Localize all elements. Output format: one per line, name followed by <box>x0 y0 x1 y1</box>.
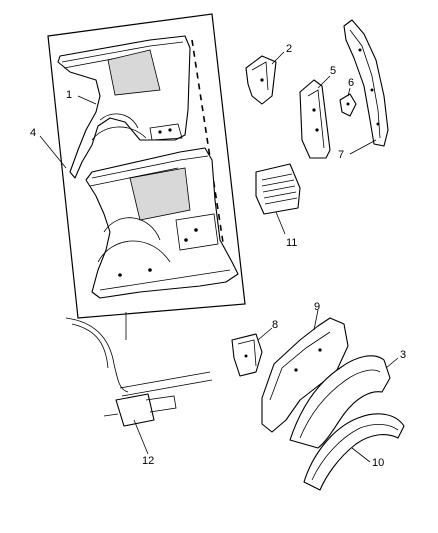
leader-7 <box>349 139 377 155</box>
leader-5 <box>317 75 331 89</box>
part-9-reinforcement <box>261 317 349 433</box>
callout-8: 8 <box>272 319 278 331</box>
body-side-inner <box>85 147 239 299</box>
leader-6 <box>347 87 351 97</box>
assembly-frame <box>47 13 246 319</box>
callout-11: 11 <box>286 237 297 249</box>
leader-4 <box>39 135 67 169</box>
quarter-panel-outer <box>57 35 191 179</box>
dashed-guide <box>191 39 227 263</box>
leader-11 <box>275 211 286 235</box>
leader-9 <box>313 309 319 331</box>
part-11-vent <box>255 163 301 215</box>
part-8-bracket <box>231 333 263 377</box>
callout-3: 3 <box>400 349 406 361</box>
part-5-pillar <box>299 79 331 159</box>
callout-5: 5 <box>330 65 336 77</box>
leader-3 <box>385 357 399 369</box>
part-6-clip <box>339 93 357 117</box>
leader-12 <box>133 419 149 455</box>
callout-9: 9 <box>314 301 320 313</box>
leader-10 <box>351 447 371 463</box>
callout-2: 2 <box>286 43 292 55</box>
callout-6: 6 <box>348 77 354 89</box>
leader-8 <box>257 327 273 341</box>
part-10-liner <box>303 413 405 491</box>
callout-7: 7 <box>338 149 344 161</box>
callout-1: 1 <box>66 89 72 101</box>
part-3-wheelhouse <box>289 355 391 449</box>
callout-12: 12 <box>142 455 154 467</box>
callout-10: 10 <box>372 457 384 469</box>
leader-1 <box>77 95 97 105</box>
part-7-long-reinforcement <box>343 19 389 147</box>
leader-2 <box>271 51 285 65</box>
part-12-sill-view <box>65 312 213 427</box>
callout-4: 4 <box>30 127 36 139</box>
part-2-bracket <box>245 55 277 105</box>
